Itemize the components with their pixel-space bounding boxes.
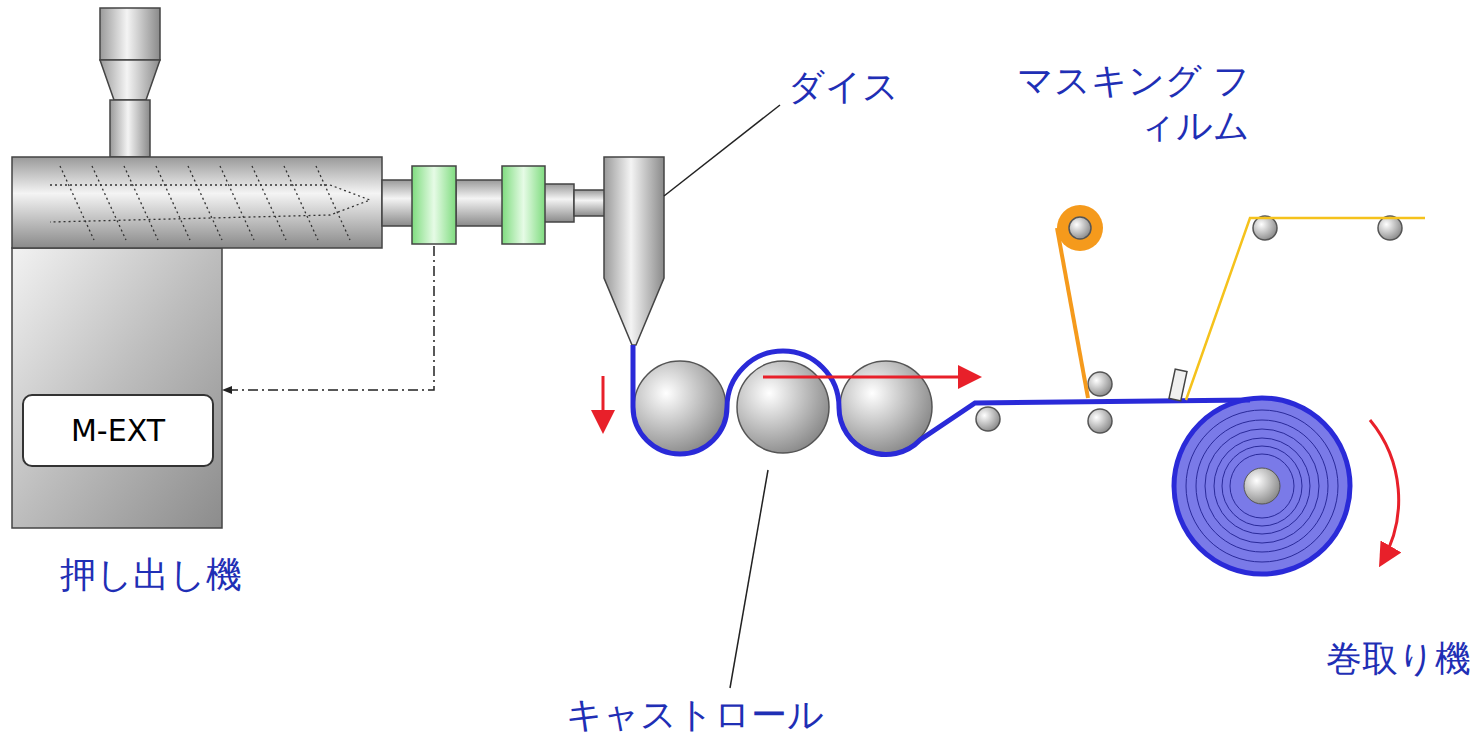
- masking-film-core: [1069, 217, 1091, 239]
- roll-core: [1244, 468, 1280, 504]
- flow-arrow: [763, 376, 976, 379]
- masking-film-roll: [1057, 205, 1103, 251]
- part-label: キャストロール: [566, 692, 886, 737]
- screw-flight: [316, 166, 350, 240]
- roll-winding: [1230, 454, 1294, 518]
- protective-film-web: [1186, 218, 1425, 400]
- wound-roll: [1174, 398, 1350, 574]
- leader-line: [664, 105, 780, 196]
- extruder-barrel: [12, 157, 382, 248]
- film-web: [633, 345, 1250, 455]
- extruder-body: [12, 248, 222, 528]
- part-label: 巻取り機: [1271, 636, 1471, 681]
- screw-flight: [188, 166, 222, 240]
- part-label: ダイス: [788, 64, 948, 109]
- leader-line: [730, 470, 768, 688]
- roll-winding: [1205, 429, 1319, 543]
- feedback-line: [224, 246, 434, 390]
- roll-winding: [1186, 410, 1338, 562]
- part-label: マスキング フィルム: [1010, 58, 1250, 148]
- controller-box: M-EXT: [22, 394, 214, 467]
- die: [604, 157, 664, 345]
- screw-flight: [92, 166, 126, 240]
- screw-flight: [124, 166, 158, 240]
- flow-arrow: [602, 376, 605, 428]
- screw-flight: [252, 166, 286, 240]
- screw-flight: [60, 166, 94, 240]
- masking-film-web: [1057, 228, 1088, 398]
- roll-winding: [1214, 438, 1310, 534]
- filter-unit: [412, 166, 456, 244]
- roll-winding: [1196, 420, 1328, 552]
- roll-winding: [1222, 446, 1302, 526]
- screw-flight: [220, 166, 254, 240]
- screw: [50, 166, 370, 240]
- screw-flight: [284, 166, 318, 240]
- controller-label: M-EXT: [71, 413, 165, 448]
- cast-rolls: [634, 361, 932, 453]
- gear-pump: [502, 166, 545, 244]
- hopper: [100, 8, 160, 157]
- rotation-arrow: [1370, 420, 1399, 562]
- part-label: 押し出し機: [60, 552, 320, 597]
- screw-flight: [156, 166, 190, 240]
- cutter-blade: [1169, 369, 1187, 401]
